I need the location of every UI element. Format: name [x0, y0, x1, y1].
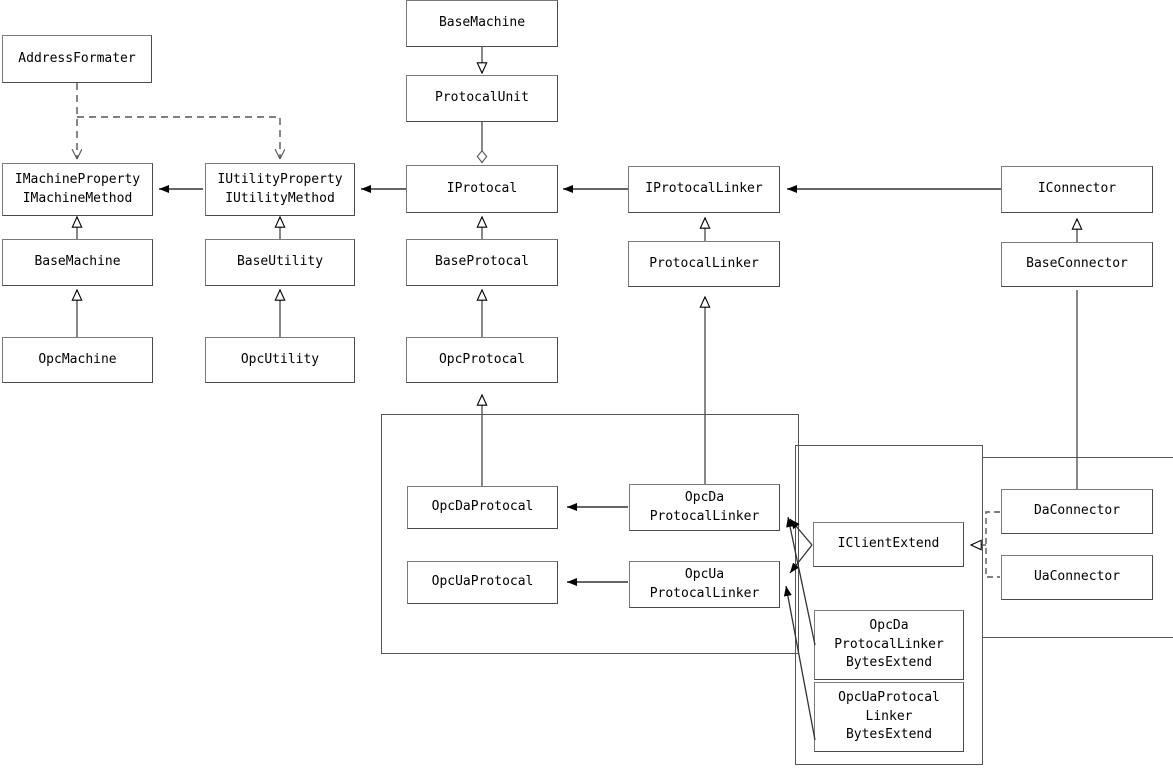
class-box-da-connector[interactable]: DaConnector [1001, 489, 1153, 534]
class-box-address-formater[interactable]: AddressFormater [2, 35, 152, 83]
class-box-opc-da-protocal-linker-bytes-extend[interactable]: OpcDa ProtocalLinker BytesExtend [814, 610, 964, 680]
class-box-protocal-unit[interactable]: ProtocalUnit [406, 75, 558, 122]
class-box-iconnector[interactable]: IConnector [1001, 166, 1153, 213]
class-box-base-utility[interactable]: BaseUtility [205, 239, 355, 286]
class-box-base-machine-top[interactable]: BaseMachine [406, 0, 558, 47]
class-box-base-protocal[interactable]: BaseProtocal [406, 239, 558, 286]
class-box-opc-da-protocal-linker[interactable]: OpcDa ProtocalLinker [629, 484, 780, 531]
class-box-iprotocal-linker[interactable]: IProtocalLinker [628, 166, 780, 213]
class-box-opc-ua-protocal-linker[interactable]: OpcUa ProtocalLinker [629, 561, 780, 608]
class-box-opc-protocal[interactable]: OpcProtocal [406, 337, 558, 383]
class-box-opc-utility[interactable]: OpcUtility [205, 337, 355, 383]
class-box-opc-machine[interactable]: OpcMachine [2, 337, 153, 383]
class-box-opc-ua-protocal[interactable]: OpcUaProtocal [407, 561, 558, 604]
class-box-opc-ua-protocal-linker-bytes-extend[interactable]: OpcUaProtocal Linker BytesExtend [814, 682, 964, 752]
class-box-iclient-extend[interactable]: IClientExtend [813, 522, 964, 567]
class-box-opc-da-protocal[interactable]: OpcDaProtocal [407, 486, 558, 529]
class-box-iutility-property-method[interactable]: IUtilityProperty IUtilityMethod [205, 163, 355, 216]
class-box-iprotocal[interactable]: IProtocal [406, 165, 558, 213]
class-box-ua-connector[interactable]: UaConnector [1001, 555, 1153, 600]
group-protocal-linkers [381, 414, 799, 654]
class-box-imachine-property-method[interactable]: IMachineProperty IMachineMethod [2, 163, 153, 216]
class-box-base-machine[interactable]: BaseMachine [2, 239, 153, 286]
group-connectors [982, 457, 1173, 638]
class-box-base-connector[interactable]: BaseConnector [1001, 242, 1153, 287]
class-box-protocal-linker[interactable]: ProtocalLinker [628, 241, 780, 287]
